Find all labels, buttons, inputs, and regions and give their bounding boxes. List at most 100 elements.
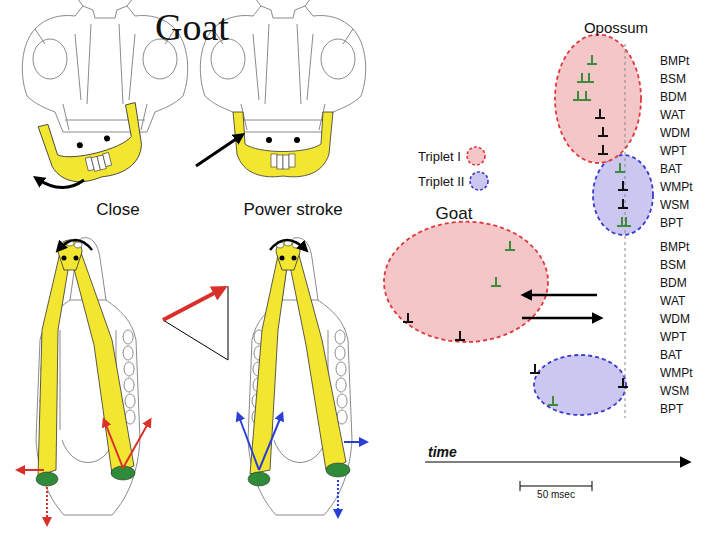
force-arrow [18,469,44,471]
motion-arrow [196,135,242,166]
activity-tick [403,313,413,322]
legend-swatch [470,172,488,190]
mandible [276,240,300,270]
activity-tick [581,91,591,100]
condyle [36,472,58,486]
muscle-label: BPT [660,403,683,417]
activity-tick [598,145,608,154]
mandible-front [233,112,333,177]
triplet-ellipse [534,355,626,415]
view-label: Close [38,200,198,220]
ellipse-outline [383,205,549,343]
activity-tick [573,91,583,100]
group-heading: Goat [371,205,537,224]
ellipse-outline [554,20,642,164]
scale-bar [520,481,592,491]
force-arrow [337,480,339,516]
triangle-side [163,286,228,360]
activity-tick [618,181,628,190]
legend-swatch [465,145,487,167]
activity-tick [618,378,628,387]
skull-ventral [248,238,352,515]
muscle-label: BMPt [660,55,689,69]
legend-swatch [467,147,485,165]
muscle-label: WPT [660,145,687,159]
triplet-ellipse [593,155,653,235]
force-arrow [46,487,48,524]
muscle-label: WMPt [660,367,693,381]
activity-tick [595,109,605,118]
reference-line [625,44,626,418]
activity-tick [530,364,540,373]
mandible [250,246,290,474]
force-arrow [344,441,366,443]
legend-text: Triplet II [418,174,464,189]
condyle [111,466,135,480]
activity-tick [455,331,465,340]
condyle [248,472,270,486]
legend-swatch [468,170,490,192]
marker-dot [74,256,79,261]
triplet-ellipse [384,222,548,342]
muscle-label: WMPt [660,181,693,195]
motion-arrow [58,240,92,250]
activity-tick [584,73,594,82]
activity-tick [577,73,587,82]
view-label: Power stroke [213,200,373,220]
activity-tick [598,127,608,136]
figure-title: Goat [92,6,292,50]
legend-entry: Triplet II [418,170,490,192]
activity-tick [548,396,558,405]
motion-arrow [36,178,84,188]
muscle-label: BAT [660,349,682,363]
muscle-label: WDM [660,313,690,327]
force-arrow [259,414,282,470]
activity-tick [491,277,501,286]
mandible-front [38,103,151,190]
mandible-ventral [238,240,366,516]
shift-arrow [524,294,597,297]
legend-text: Triplet I [418,149,461,164]
group-heading: Opossum [572,20,660,37]
vector-triangle [163,286,228,360]
muscle-label: WAT [660,295,685,309]
triplet-group: Opossum [554,20,642,164]
activity-tick [505,241,515,250]
muscle-label: WSM [660,385,689,399]
activity-tick [621,217,631,226]
activity-tick [617,217,627,226]
time-axis [425,461,688,462]
muscle-label: WAT [660,109,685,123]
axis-label: 50 msec [476,489,636,501]
skull-ventral [36,238,140,515]
muscle-label: BDM [660,91,687,105]
activity-tick [618,199,628,208]
marker-dot [292,256,297,261]
marker-dot [62,256,67,261]
resultant-arrow [163,289,222,320]
mandible [38,244,72,476]
mandible [58,240,82,270]
legend-entry: Triplet I [418,145,487,167]
condyle [326,463,350,477]
muscle-label: BPT [660,217,683,231]
activity-tick [615,163,625,172]
mandible [286,244,346,470]
mandible-ventral [18,240,150,524]
muscle-label: BSM [660,259,686,273]
muscle-label: WPT [660,331,687,345]
activity-ticks [403,55,631,405]
muscle-label: BDM [660,277,687,291]
force-arrow [123,420,150,468]
muscle-label: WSM [660,199,689,213]
marker-dot [280,256,285,261]
motion-arrow [270,240,306,250]
force-arrow [238,414,259,470]
mandible [68,244,134,474]
muscle-label: BMPt [660,241,689,255]
axis-label: time [428,444,457,460]
muscle-label: BSM [660,73,686,87]
triplet-group: Goat [383,205,549,343]
